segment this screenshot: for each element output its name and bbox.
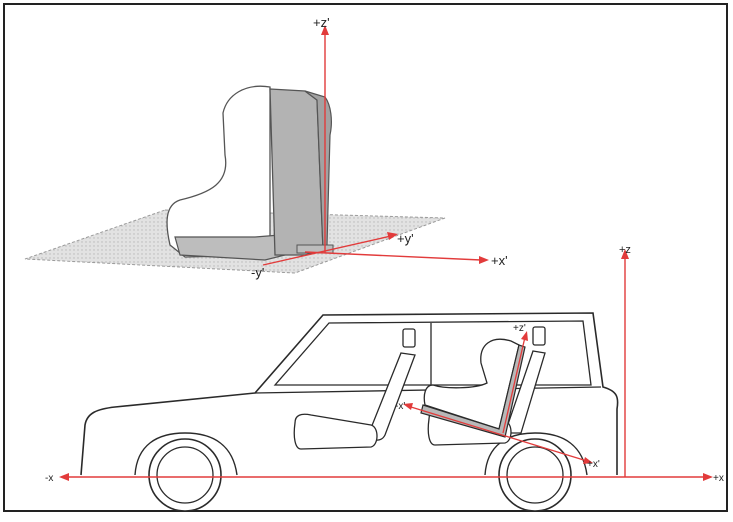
car-body-outline <box>80 312 619 476</box>
seat-detail-view: +z' +y' -y' +x' <box>24 15 508 280</box>
label-y-prime-neg: -y' <box>251 265 264 280</box>
rear-wheel-hub <box>506 446 564 504</box>
rear-seat-back <box>504 350 546 434</box>
rear-wheel-arch <box>484 432 588 476</box>
x-prime-axis <box>304 251 482 261</box>
z-prime-car-axis <box>502 336 526 434</box>
seat-back-side <box>269 88 324 256</box>
front-wheel-hub <box>156 446 214 504</box>
diagram-frame: +z' +y' -y' +x' <box>3 3 728 512</box>
label-x-pos: +x <box>713 473 724 484</box>
label-z-prime-top: +z' <box>313 15 330 30</box>
rear-headrest <box>532 326 546 346</box>
x-prime-car-arrow-pos <box>583 457 593 464</box>
front-seat-back <box>368 352 416 441</box>
vehicle-side-view: +z +z' -x' +x' -x +x <box>45 244 724 512</box>
x-vehicle-arrow-neg <box>59 473 69 481</box>
front-wheel <box>148 438 222 512</box>
z-prime-arrow <box>321 25 329 35</box>
front-wheel-arch <box>134 432 238 476</box>
child-seat-shell <box>423 338 520 430</box>
x-vehicle-arrow-pos <box>703 473 713 481</box>
label-x-prime-top: +x' <box>491 253 508 268</box>
x-prime-car-arrow-neg <box>403 403 413 410</box>
z-prime-car-arrow <box>521 331 528 341</box>
label-x-neg: -x <box>45 473 53 484</box>
coordinate-diagram: +z' +y' -y' +x' <box>24 15 724 512</box>
label-y-prime-pos: +y' <box>397 231 414 246</box>
rear-wheel <box>498 438 572 512</box>
label-x-prime-pos-car: +x' <box>587 459 600 470</box>
y-prime-axis <box>262 235 392 266</box>
child-seat-side <box>420 344 526 438</box>
x-prime-car-axis <box>410 406 588 462</box>
label-z-prime-car: +z' <box>513 323 526 334</box>
front-seat-cushion <box>293 413 378 450</box>
seat-shell-outline <box>166 85 271 258</box>
x-prime-arrow <box>479 256 489 264</box>
y-prime-arrow <box>387 232 398 240</box>
front-headrest <box>402 328 416 348</box>
label-x-prime-neg-car: -x' <box>395 401 405 412</box>
z-vehicle-arrow <box>621 249 629 259</box>
label-z-vehicle: +z <box>619 244 631 256</box>
